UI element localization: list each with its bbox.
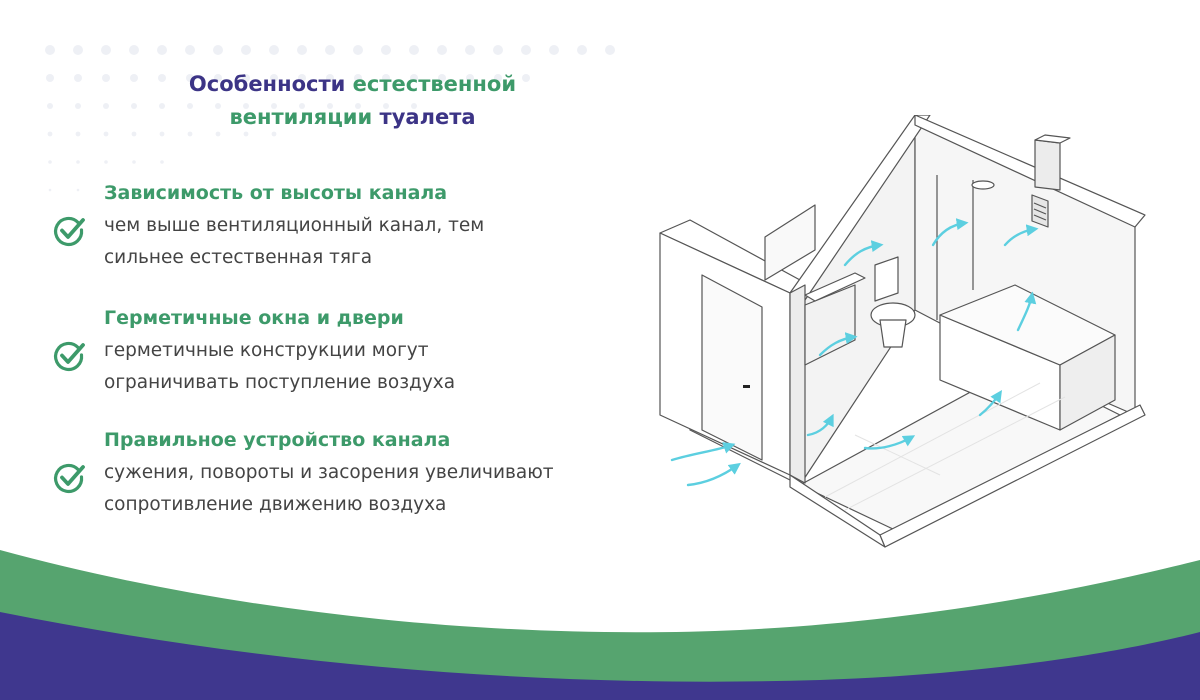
title-part-4: туалета (379, 105, 476, 129)
airflow-arrow (1016, 291, 1037, 332)
feature-description-line-1: чем выше вентиляционный канал, тем (104, 215, 485, 236)
toilet-tank (874, 256, 899, 302)
check-circle-icon (54, 216, 85, 246)
feature-item-channel-height: Зависимость от высоты канала чем выше ве… (52, 180, 652, 274)
airflow-arrow (818, 332, 858, 357)
toilet-base (879, 319, 907, 348)
mirror (764, 204, 816, 281)
green-wave (0, 550, 1200, 700)
feature-description: сужения, повороты и засорения увеличиваю… (104, 457, 652, 521)
purple-wave (0, 612, 1200, 700)
door (701, 274, 763, 461)
title-part-3: вентиляции (229, 105, 380, 129)
feature-description-line-1: сужения, повороты и засорения увеличиваю… (104, 462, 554, 483)
airflow-arrow (978, 390, 1002, 417)
shower-head (971, 180, 995, 190)
airflow-arrow (843, 240, 884, 267)
airflow-arrow (931, 218, 969, 247)
feature-item-sealed-windows: Герметичные окна и двери герметичные кон… (52, 305, 652, 399)
page-title: Особенности естественной вентиляции туале… (0, 68, 705, 134)
vent-duct (1034, 139, 1061, 191)
airflow-arrow (806, 413, 834, 437)
feature-description: чем выше вентиляционный канал, тем сильне… (104, 210, 652, 274)
feature-description-line-2: сильнее естественная тяга (104, 247, 373, 268)
front-left-wall-edge (789, 284, 806, 484)
wall-base-right (879, 404, 1146, 548)
feature-heading: Зависимость от высоты канала (104, 182, 448, 204)
check-circle-icon (54, 463, 85, 493)
bathtub-end (1059, 334, 1116, 431)
airflow-arrow (863, 435, 916, 450)
wall-top-back (914, 115, 1146, 228)
vent-duct-top (1034, 134, 1071, 144)
feature-description-line-1: герметичные конструкции могут (104, 340, 429, 361)
feature-heading: Герметичные окна и двери (104, 307, 404, 329)
check-circle-icon (54, 341, 85, 371)
feature-description-line-2: ограничивать поступление воздуха (104, 372, 456, 393)
airflow-arrow (1003, 224, 1039, 247)
sink-top (804, 272, 866, 302)
airflow-arrow (686, 462, 741, 487)
feature-heading: Правильное устройство канала (104, 429, 451, 451)
bathroom-ventilation-illustration (659, 115, 1146, 548)
airflow-arrow (670, 442, 736, 462)
feature-description: герметичные конструкции могут ограничиват… (104, 335, 652, 399)
title-part-1: Особенности (188, 72, 353, 96)
title-part-2: естественной (352, 72, 517, 96)
feature-item-channel-design: Правильное устройство канала сужения, по… (52, 427, 652, 521)
feature-description-line-2: сопротивление движению воздуха (104, 494, 447, 515)
